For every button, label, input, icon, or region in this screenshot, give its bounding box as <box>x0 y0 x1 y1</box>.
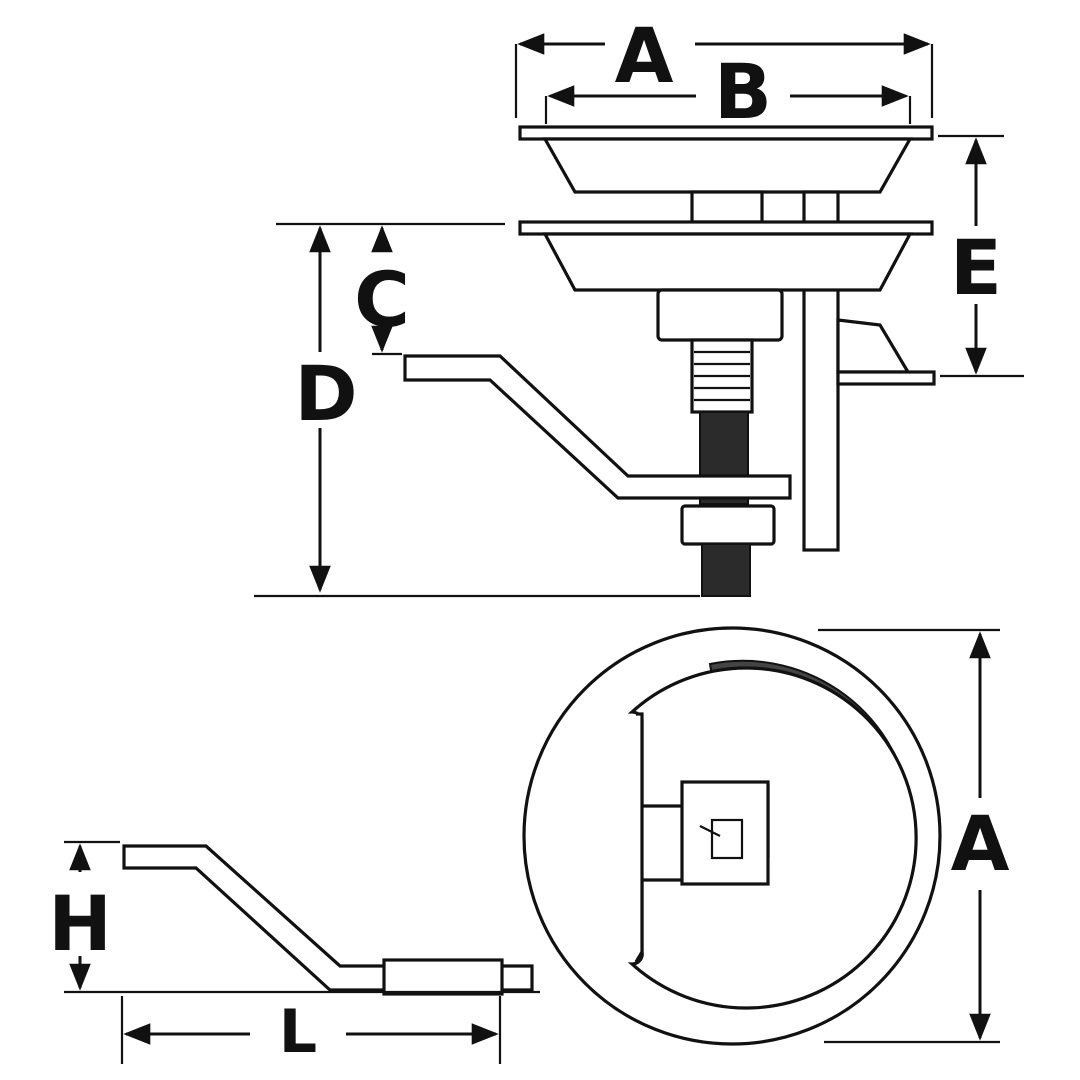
label-d: D <box>294 349 357 438</box>
label-c: C <box>354 255 410 344</box>
lower-cup-rim <box>518 220 934 236</box>
dimension-b: B <box>544 47 912 136</box>
upper-neck <box>690 190 764 224</box>
dimension-e: E <box>938 134 1024 378</box>
center-cam <box>680 780 770 886</box>
hex-boss <box>656 288 784 342</box>
dimension-l: L <box>120 996 502 1067</box>
side-view <box>403 125 936 597</box>
dimension-c: C <box>276 222 505 356</box>
label-b: B <box>714 47 772 136</box>
bolt-end <box>701 543 751 597</box>
lock-nut <box>680 504 776 546</box>
lower-cup-body <box>542 232 913 292</box>
label-a-top: A <box>615 11 674 100</box>
cam-arm <box>403 354 792 500</box>
cam-square <box>710 818 744 860</box>
label-a-side: A <box>951 799 1010 888</box>
upper-cup-body <box>542 137 913 194</box>
side-bracket <box>836 318 911 374</box>
label-e: E <box>950 223 1002 312</box>
dimension-h: H <box>48 840 120 991</box>
label-h: H <box>48 879 112 968</box>
detail-arm <box>122 844 534 992</box>
dimension-a-top: A <box>514 11 934 118</box>
front-view <box>522 626 942 1046</box>
dimension-a-side: A <box>818 628 1010 1044</box>
cam-arm-detail <box>64 844 540 996</box>
recess-edge <box>634 712 644 963</box>
detail-clamp <box>382 958 504 996</box>
cam-mark <box>699 825 721 837</box>
thread-lines <box>694 350 750 402</box>
dimension-d: D <box>254 225 700 598</box>
bracket-plate <box>836 370 936 386</box>
label-l: L <box>279 997 317 1067</box>
